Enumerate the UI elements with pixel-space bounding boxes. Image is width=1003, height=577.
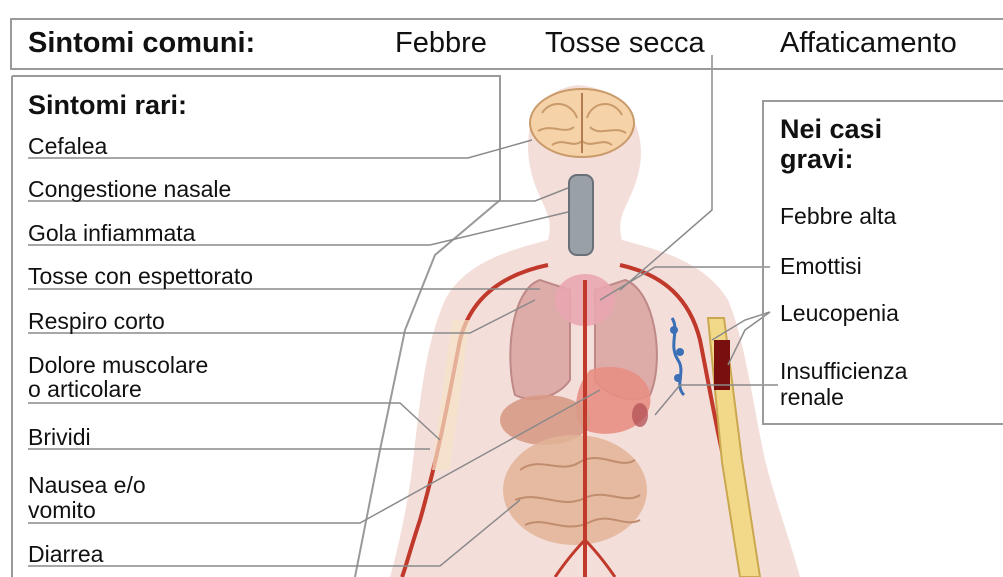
rare-symptom-brividi: Brividi: [28, 426, 91, 449]
rare-symptom-o-articolare: o articolare: [28, 378, 142, 401]
bone-marrow: [714, 340, 730, 390]
severe-cases-title-line1: Nei casi: [780, 116, 882, 143]
rare-symptom-tosse-con-espettorato: Tosse con espettorato: [28, 265, 253, 288]
rare-symptoms-title: Sintomi rari:: [28, 92, 187, 119]
kidney: [632, 403, 648, 427]
rare-symptom-gola-infiammata: Gola infiammata: [28, 222, 195, 245]
common-symptom-affaticamento: Affaticamento: [780, 29, 957, 58]
common-symptom-tosse-secca: Tosse secca: [545, 29, 705, 58]
severe-symptom-emottisi: Emottisi: [780, 255, 862, 278]
rare-symptom-cefalea: Cefalea: [28, 135, 107, 158]
severe-cases-title-line2: gravi:: [780, 146, 854, 173]
rare-symptom-vomito: vomito: [28, 499, 96, 522]
rare-symptom-diarrea: Diarrea: [28, 543, 103, 566]
severe-symptom-febbre-alta: Febbre alta: [780, 205, 896, 228]
common-symptom-febbre: Febbre: [395, 29, 487, 58]
severe-symptom-renale: renale: [780, 386, 844, 409]
rare-symptom-nausea: Nausea e/o: [28, 474, 146, 497]
intestines: [503, 435, 647, 545]
common-symptoms-title: Sintomi comuni:: [28, 29, 255, 58]
severe-symptom-leucopenia: Leucopenia: [780, 302, 899, 325]
brain: [530, 89, 634, 157]
rare-symptom-congestione-nasale: Congestione nasale: [28, 178, 231, 201]
severe-symptom-insufficienza: Insufficienza: [780, 360, 907, 383]
trachea: [569, 175, 593, 255]
rare-symptom-dolore-muscolare: Dolore muscolare: [28, 354, 208, 377]
rare-symptom-respiro-corto: Respiro corto: [28, 310, 165, 333]
